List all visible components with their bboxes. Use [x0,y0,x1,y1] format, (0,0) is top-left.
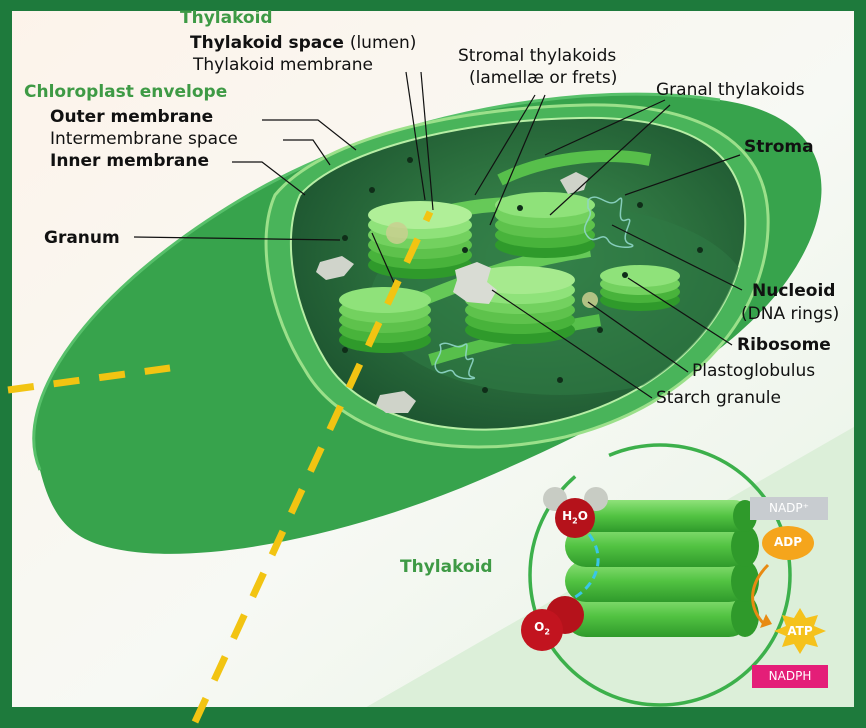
label-granal-thylakoids: Granal thylakoids [656,80,805,100]
label-outer-membrane: Outer membrane [50,107,213,127]
h2o-label: H2O [557,509,593,525]
label-nucleoid-note: (DNA rings) [741,304,839,324]
h2o-end: O [578,509,588,523]
o2-sub: 2 [544,627,550,636]
label-intermembrane-space: Intermembrane space [50,129,238,149]
label-stromal-thylakoids: Stromal thylakoids [458,46,616,66]
label-granum: Granum [44,228,120,248]
granum-stack-3 [339,287,431,353]
plastoglobulus [386,222,408,244]
granum-stack-2 [495,192,595,258]
nadph-label: NADPH [752,669,828,683]
label-ribosome: Ribosome [737,335,831,355]
label-thylakoid-space: Thylakoid space (lumen) [190,33,416,53]
label-thylakoid-space-note: (lumen) [350,33,417,53]
label-chloroplast-envelope: Chloroplast envelope [24,82,227,102]
inset-title: Thylakoid [400,557,493,577]
label-thylakoid-header: Thylakoid [180,8,273,28]
label-thylakoid-space-main: Thylakoid space [190,33,344,53]
h2o-main: H [562,509,572,523]
atp-label: ATP [780,624,820,638]
bottom-bar [0,712,866,728]
adp-label: ADP [762,535,814,549]
label-plastoglobulus: Plastoglobulus [692,361,815,381]
label-nucleoid: Nucleoid [752,281,835,301]
label-stroma: Stroma [744,137,814,157]
o2-label: O2 [526,620,558,636]
label-stromal-thylakoids-note: (lamellæ or frets) [469,68,617,88]
label-starch-granule: Starch granule [656,388,781,408]
nadp-label: NADP⁺ [750,501,828,515]
o2-main: O [534,620,544,634]
label-inner-membrane: Inner membrane [50,151,209,171]
label-thylakoid-membrane: Thylakoid membrane [193,55,373,75]
